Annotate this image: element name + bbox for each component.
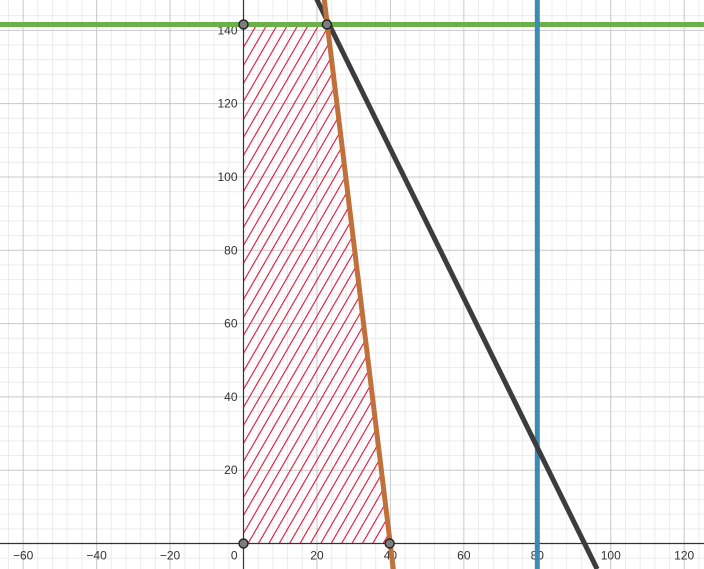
constraint-line-4: [321, 0, 396, 569]
y-tick-label: 80: [224, 243, 238, 257]
tick-labels: −60−40−202040608010012020406080100120140…: [13, 23, 695, 562]
feasible-region: [243, 24, 390, 544]
y-tick-label: 100: [217, 170, 237, 184]
vertex-point: [238, 19, 249, 30]
y-tick-label: 40: [224, 390, 238, 404]
x-tick-label: 120: [674, 549, 694, 563]
y-tick-label: 60: [224, 317, 238, 331]
x-tick-label: −60: [13, 549, 34, 563]
constraint-line-3: [314, 0, 600, 569]
x-tick-label: 100: [601, 549, 621, 563]
vertex-point: [238, 538, 249, 549]
feasible-region-hatch: [243, 24, 390, 544]
y-tick-label: 120: [217, 97, 237, 111]
vertex-points: [238, 19, 395, 549]
x-tick-label: 20: [310, 549, 324, 563]
origin-label: 0: [231, 549, 238, 563]
x-tick-label: −40: [86, 549, 107, 563]
x-tick-label: −20: [160, 549, 181, 563]
vertex-point: [384, 538, 395, 549]
vertex-point: [321, 19, 333, 30]
x-tick-label: 60: [457, 549, 471, 563]
y-tick-label: 20: [224, 463, 238, 477]
